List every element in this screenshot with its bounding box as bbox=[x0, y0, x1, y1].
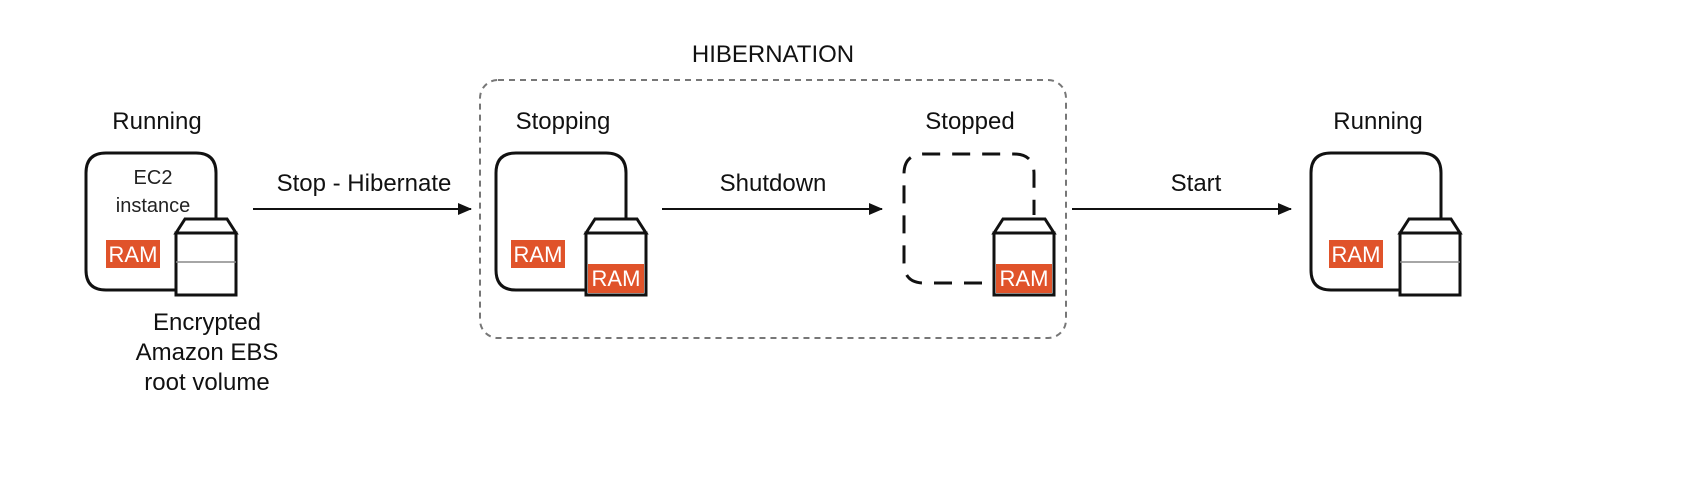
ram-label: RAM bbox=[1332, 242, 1381, 267]
ram-badge bbox=[106, 240, 160, 268]
instance-box bbox=[84, 151, 218, 292]
transition-label-start: Start bbox=[1171, 170, 1222, 197]
transition-label-stop-hibernate: Stop - Hibernate bbox=[277, 170, 452, 197]
instance-label-line1: EC2 bbox=[134, 167, 173, 189]
ec2-instance-running-2: RAM bbox=[1309, 151, 1463, 297]
instance-box-dashed bbox=[902, 152, 1036, 285]
ram-badge bbox=[1329, 240, 1383, 268]
hibernation-group-border bbox=[479, 79, 1067, 339]
ram-on-volume-label: RAM bbox=[592, 266, 641, 291]
ebs-volume-icon bbox=[1397, 217, 1463, 297]
ebs-volume-icon bbox=[173, 217, 239, 297]
state-label-running-1: Running bbox=[112, 108, 201, 135]
ebs-volume-icon bbox=[991, 217, 1057, 297]
ram-on-volume-label: RAM bbox=[1000, 266, 1049, 291]
ebs-volume-icon bbox=[583, 217, 649, 297]
ec2-instance-running-1: EC2 instance RAM bbox=[84, 151, 239, 297]
ram-label: RAM bbox=[109, 242, 158, 267]
hibernation-title: HIBERNATION bbox=[692, 41, 854, 68]
state-label-running-2: Running bbox=[1333, 108, 1422, 135]
ebs-label-line3: root volume bbox=[144, 369, 269, 396]
ebs-label-line1: Encrypted bbox=[153, 309, 261, 336]
instance-label-line2: instance bbox=[116, 195, 191, 217]
transition-label-shutdown: Shutdown bbox=[720, 170, 827, 197]
ec2-instance-stopping: RAM RAM bbox=[494, 151, 649, 297]
instance-box bbox=[494, 151, 628, 292]
ec2-instance-stopped: RAM bbox=[902, 152, 1057, 297]
ram-label: RAM bbox=[514, 242, 563, 267]
state-label-stopped: Stopped bbox=[925, 108, 1014, 135]
state-label-stopping: Stopping bbox=[516, 108, 611, 135]
ram-badge bbox=[511, 240, 565, 268]
instance-box bbox=[1309, 151, 1443, 292]
ebs-label-line2: Amazon EBS bbox=[136, 339, 279, 366]
